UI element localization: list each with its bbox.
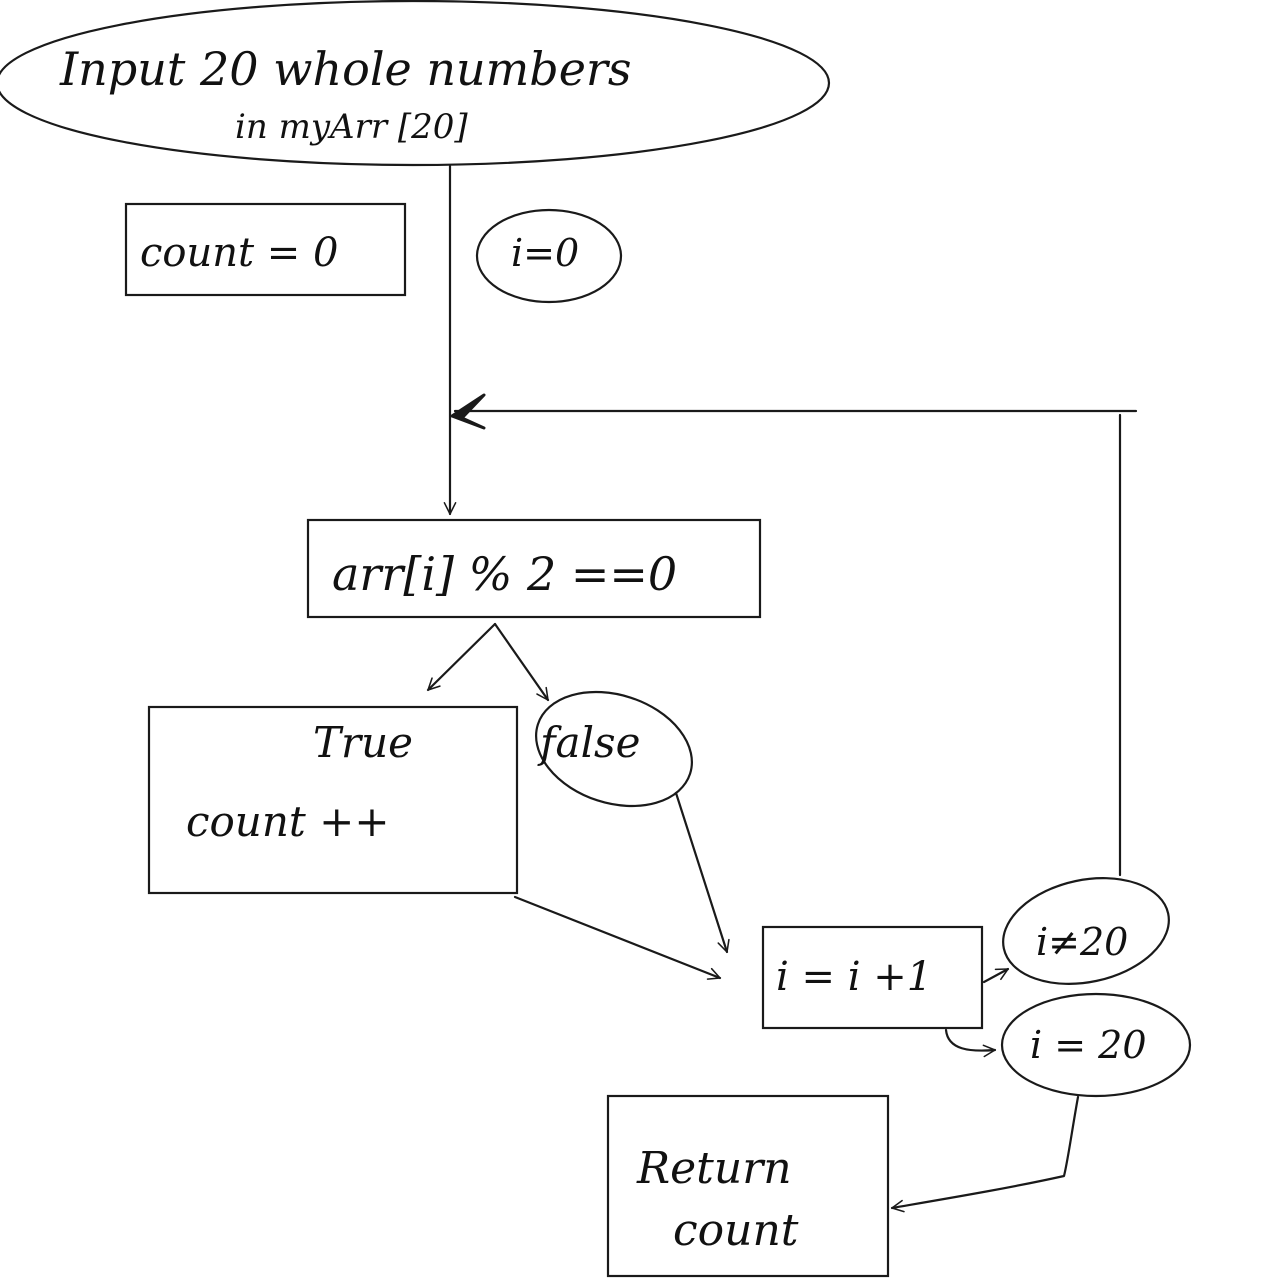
i-init-node: i=0 [475,208,623,304]
increment-to-equal-arrow [944,1028,997,1058]
equal-20-text: i = 20 [1030,1023,1147,1067]
not-equal-20-text: i≠20 [1036,920,1128,964]
false-to-increment-arrow [674,791,730,954]
count-init-node: count = 0 [124,202,407,297]
increment-node: i = i +1 [761,925,984,1030]
true-title-text: True [313,718,413,767]
true-node: True count ++ [147,705,519,895]
true-to-increment-arrow [513,895,722,980]
increment-to-not-equal-arrow [982,967,1010,984]
loop-back-line [453,409,1138,877]
start-text-line2: in myArr [20] [235,107,468,147]
condition-text: arr[i] % 2 ==0 [332,547,677,601]
increment-text: i = i +1 [776,954,932,1000]
not-equal-20-node: i≠20 [1002,877,1170,985]
condition-node: arr[i] % 2 ==0 [306,518,762,619]
loop-back-arrowhead [450,393,486,430]
start-node: Input 20 whole numbers in myArr [20] [0,0,830,167]
start-text-line1: Input 20 whole numbers [59,42,632,96]
count-init-text: count = 0 [140,230,338,276]
true-branch-arrow [426,622,497,692]
i-init-text: i=0 [511,231,579,275]
equal-to-return-arrow [890,1095,1080,1213]
true-action-text: count ++ [186,797,390,846]
equal-20-node: i = 20 [1000,992,1192,1098]
return-text-line1: Return [636,1143,792,1194]
return-text-line2: count [673,1205,799,1256]
false-text: false [537,718,640,767]
return-node: Return count [606,1094,890,1278]
false-node: false [535,690,693,808]
false-branch-arrow [493,622,550,702]
